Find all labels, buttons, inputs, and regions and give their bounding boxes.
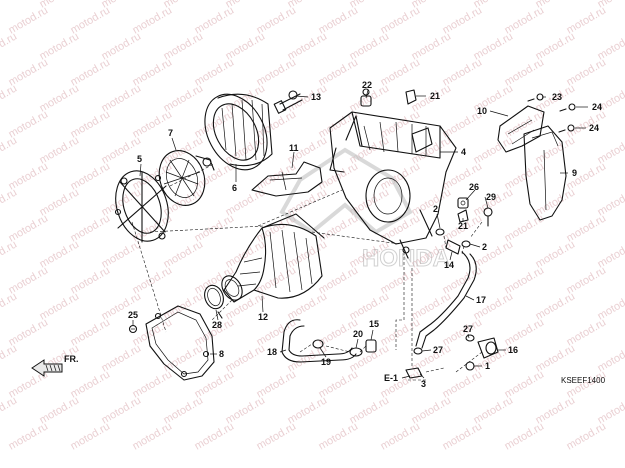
label-8: 8 [219,349,224,359]
label-12: 12 [258,312,268,322]
watermark-text: motod.ru [379,420,423,452]
label-5: 5 [137,154,142,164]
watermark-text: motod.ru [131,420,175,452]
front-direction-indicator: FR. [31,354,79,377]
diagram-code: KSEEF1400 [561,376,606,385]
part-17-drain-tube [415,251,477,349]
label-2-b: 2 [482,242,487,252]
watermark-text: motod.ru [0,238,19,270]
part-21-clip-top [405,89,417,105]
label-17: 17 [476,295,486,305]
watermark-text: motod.ru [0,134,19,166]
part-28-hose-band [204,284,224,319]
label-7: 7 [168,128,173,138]
section-ref-label: E-1 [384,373,398,383]
part-7-element-cage [158,150,215,206]
watermark-text: motod.ru [441,420,485,452]
watermark-text: motod.ru [503,420,547,452]
watermark-text: motod.ru [0,342,19,374]
watermark-text: motod.ru [596,0,625,11]
label-14: 14 [444,260,454,270]
label-6: 6 [232,183,237,193]
label-21-lower: 21 [458,221,468,231]
label-20: 20 [353,329,363,339]
section-ref: E-1 [384,373,411,383]
label-2-a: 2 [433,204,438,214]
label-22: 22 [362,80,372,90]
part-16-drain-plug [477,337,499,359]
label-28: 28 [212,320,222,330]
part-21-clip-lower [457,209,469,223]
part-12-air-cleaner-housing [221,213,325,303]
label-18: 18 [267,347,277,357]
watermark-text: motod.ru [0,290,19,322]
part-5-element-holder [114,170,169,243]
part-22-grommet [360,88,372,107]
watermark-text: motod.ru [7,420,51,452]
watermark-text: motod.ru [69,420,113,452]
label-23: 23 [552,92,562,102]
honda-logo-text: HONDA [362,245,450,272]
part-labels: 22 21 13 10 23 24 24 7 4 11 5 6 9 26 29 … [128,80,602,389]
label-10: 10 [477,106,487,116]
part-14-joint [445,239,461,255]
arrow-left-icon [31,359,63,377]
label-25: 25 [128,310,138,320]
label-27-b: 27 [433,345,443,355]
front-label: FR. [64,354,79,364]
watermark-text: motod.ru [0,0,19,11]
label-24-b: 24 [589,123,599,133]
watermark-text: motod.ru [0,186,19,218]
part-6-air-filter-element [204,93,273,171]
watermark-text: motod.ru [317,420,361,452]
watermark-text: motod.ru [0,30,19,62]
label-26: 26 [469,182,479,192]
part-9-side-cover [523,125,567,221]
leader-lines [132,89,588,379]
part-4-air-cleaner-case [329,111,457,259]
watermark-text: motod.ru [565,420,609,452]
label-1: 1 [485,361,490,371]
part-11-bracket [251,161,323,197]
part-19-clip [312,339,324,349]
label-3: 3 [421,379,426,389]
part-23-bolt [527,93,544,102]
watermark-text: motod.ru [193,420,237,452]
assembly-lines [131,163,483,381]
label-4: 4 [461,147,466,157]
label-11: 11 [289,143,299,153]
watermark-text: motod.ru [255,420,299,452]
label-16: 16 [508,345,518,355]
part-13-bolt [273,90,303,114]
label-13: 13 [311,92,321,102]
watermark-text: motod.ru [0,394,19,426]
part-26-rubber-mount [457,197,469,209]
part-8-air-cleaner-cover [145,305,215,381]
watermark-text: motod.ru [0,82,19,114]
part-24-bolts [558,103,576,133]
label-21-top: 21 [430,91,440,101]
label-24-a: 24 [592,102,602,112]
honda-logo: HONDA [279,147,451,273]
part-18-tube [281,319,357,363]
part-25-screw [128,324,138,334]
label-9: 9 [572,168,577,178]
label-29: 29 [486,192,496,202]
label-19: 19 [321,357,331,367]
label-15: 15 [369,319,379,329]
label-27-a: 27 [463,324,473,334]
